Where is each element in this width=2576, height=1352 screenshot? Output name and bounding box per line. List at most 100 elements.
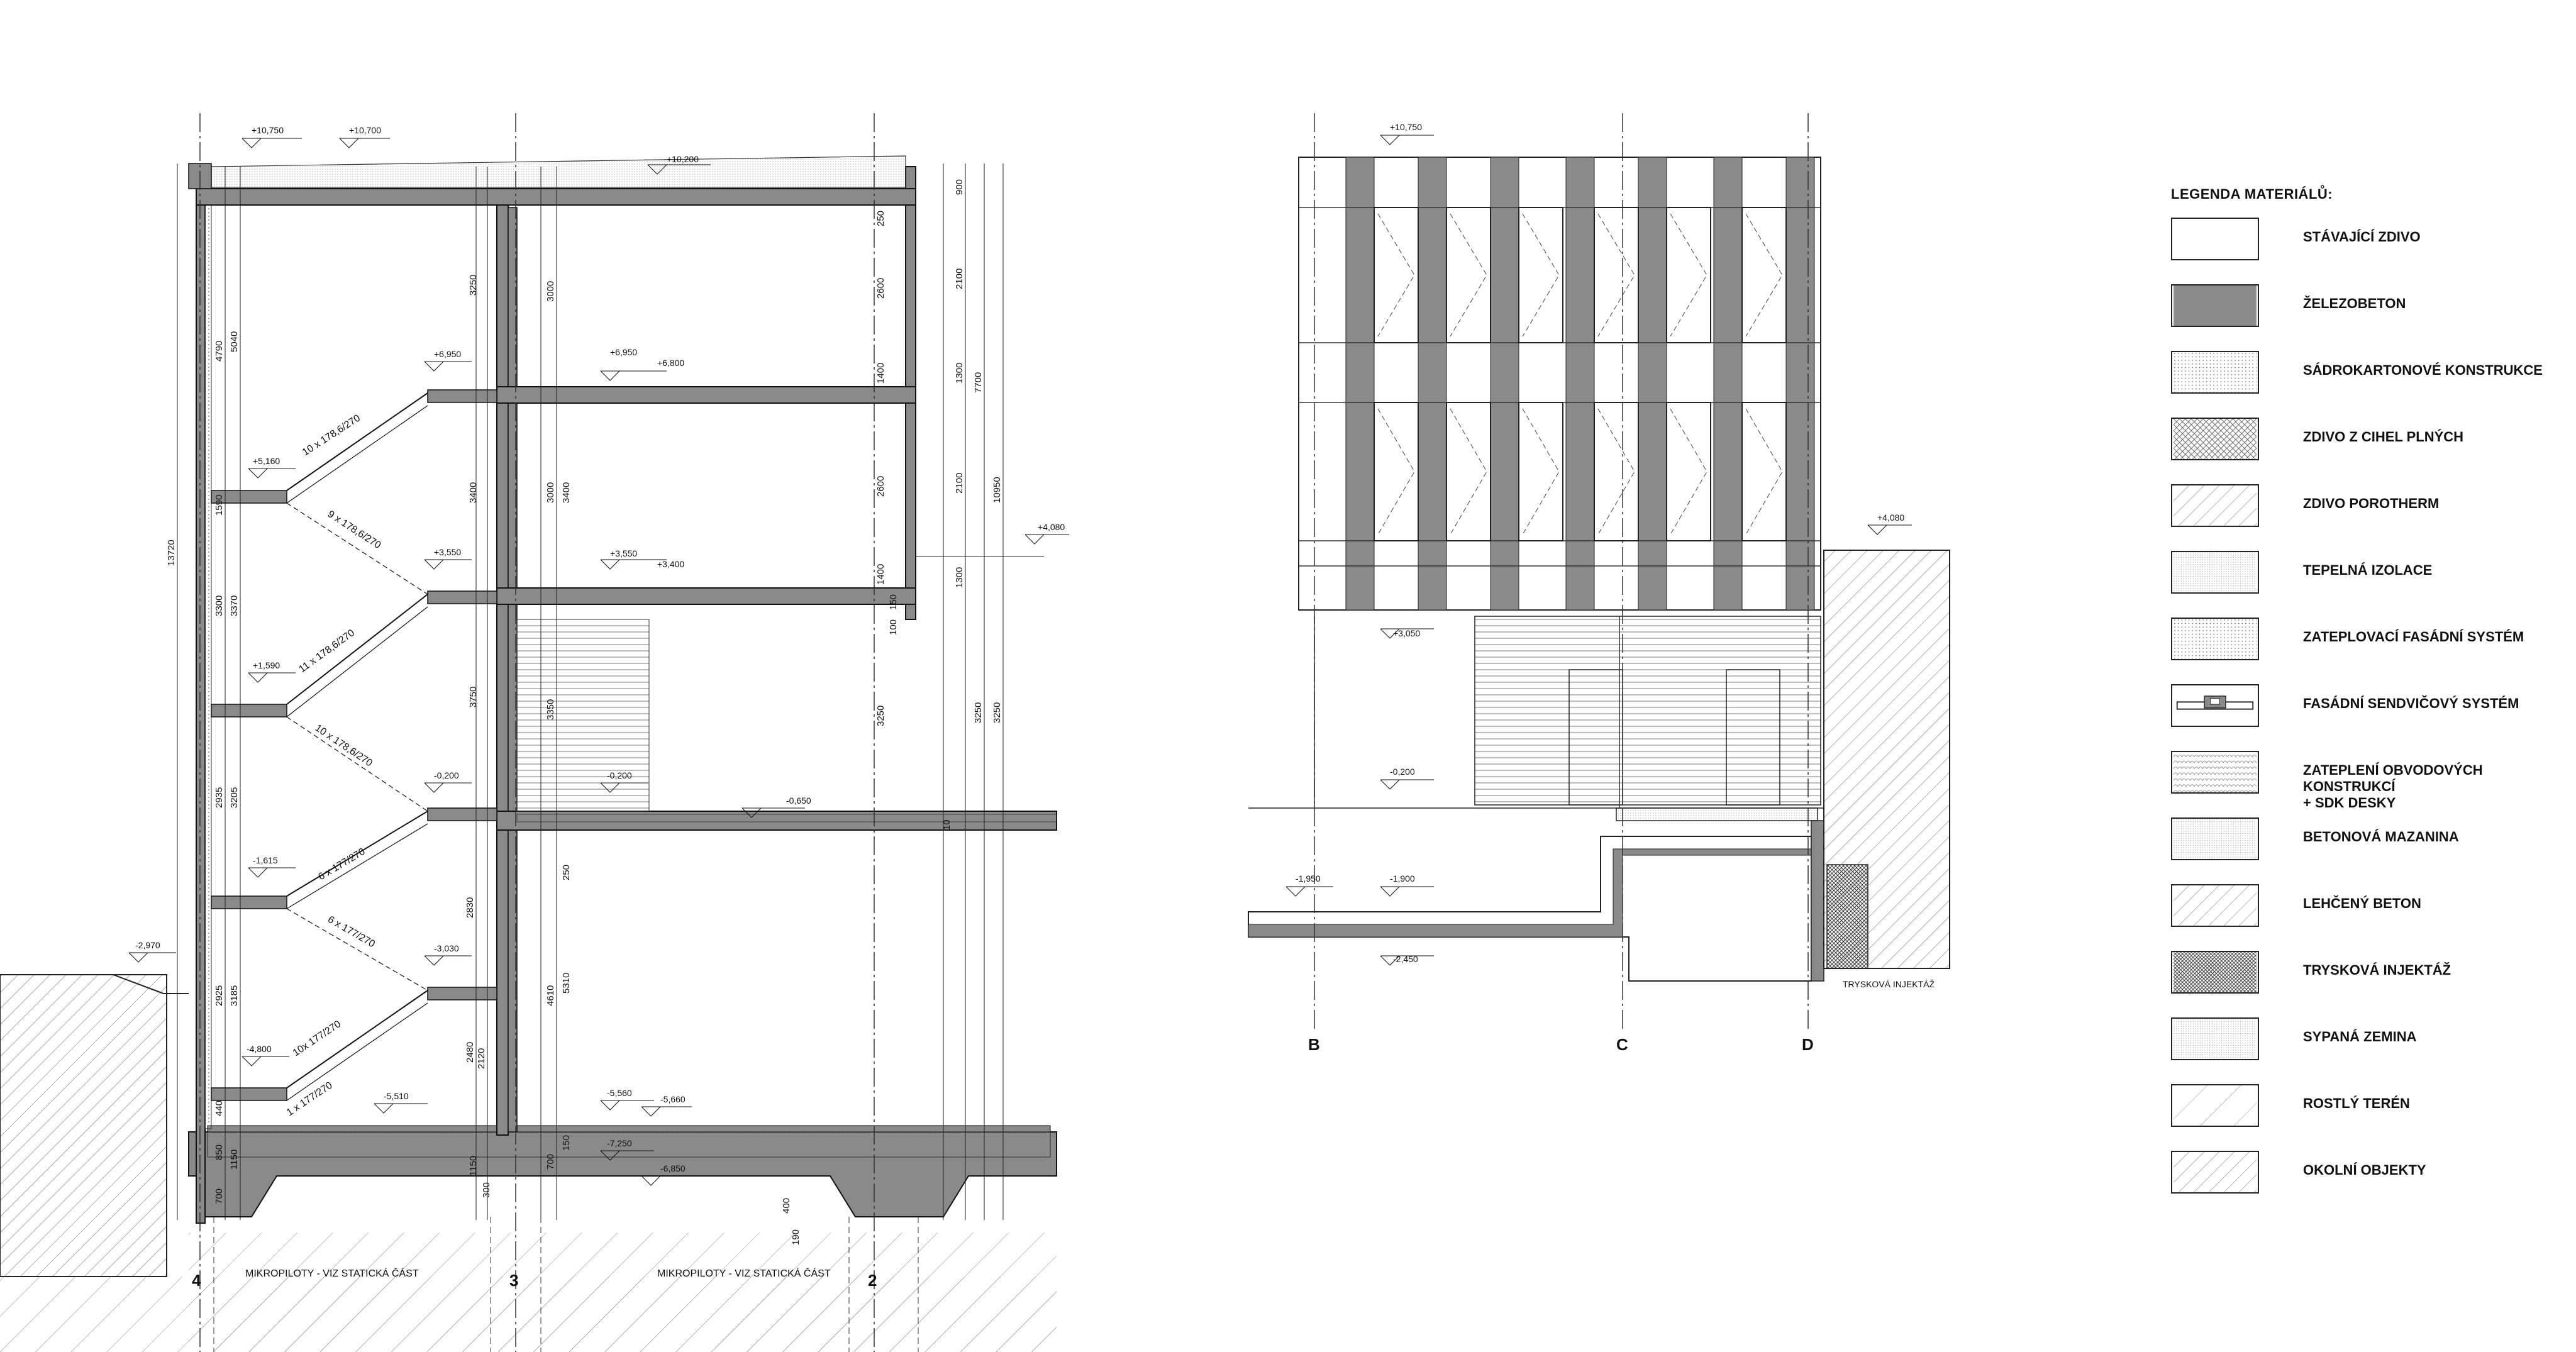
- dim-label: 900: [954, 179, 965, 195]
- legend-label: ZDIVO POROTHERM: [2303, 496, 2440, 511]
- level-symbol: [600, 559, 667, 570]
- legend-label: ZATEPLOVACÍ FASÁDNÍ SYSTÉM: [2303, 629, 2524, 645]
- pilaster: [1418, 157, 1447, 611]
- window-opening-symbol: [1450, 213, 1487, 337]
- dim-label: 3400: [468, 482, 479, 503]
- axis-label-B: B: [1308, 1035, 1320, 1054]
- level-symbol: [424, 782, 472, 793]
- dim-label: 3400: [561, 482, 572, 503]
- level-label: -1,950: [1296, 873, 1321, 884]
- dim-label: 2925: [214, 985, 225, 1006]
- level-label: -0,200: [1390, 767, 1415, 777]
- level-label: -0,200: [607, 770, 632, 780]
- dim-label: 3250: [992, 702, 1002, 723]
- legend-item: TRYSKOVÁ INJEKTÁŽ: [2171, 951, 2573, 995]
- flight-7: [286, 990, 428, 1089]
- flight-label: 10 x 178,6/270: [301, 413, 362, 458]
- legend-item: STÁVAJÍCÍ ZDIVO: [2171, 218, 2573, 262]
- legend-label: FASÁDNÍ SENDVIČOVÝ SYSTÉM: [2303, 695, 2519, 711]
- legend-label: OKOLNÍ OBJEKTY: [2303, 1162, 2426, 1178]
- legend-swatch-diagonal: [2171, 1151, 2259, 1194]
- pilaster: [1713, 157, 1743, 611]
- excavation-step: [1248, 836, 1812, 982]
- flight-label: 9 x 178,6/270: [326, 509, 383, 551]
- dim-label: 700: [545, 1154, 556, 1170]
- dim-label: 2935: [214, 787, 225, 808]
- level-label: +3,400: [657, 559, 684, 569]
- level-symbol: [741, 807, 805, 818]
- level-label: +10,750: [1390, 122, 1422, 132]
- dim-label: 2100: [954, 473, 965, 494]
- legend-title: LEGENDA MATERIÁLŮ:: [2171, 186, 2333, 202]
- level-symbol: [1024, 534, 1069, 545]
- dim-label: 250: [875, 211, 886, 226]
- level-label: -2,970: [135, 940, 160, 950]
- ground-slab-elev: [1616, 807, 1818, 821]
- roof-insulation: [211, 155, 906, 188]
- legend-item: BETONOVÁ MAZANINA: [2171, 817, 2573, 862]
- level-symbol: [424, 361, 472, 372]
- level-texts: +10,750 +10,700 +10,200 +6,950 +6,950 +6…: [135, 125, 1065, 1173]
- legend-swatch-crosshatch: [2171, 418, 2259, 460]
- level-symbol: [641, 1175, 692, 1186]
- dim-label: 3300: [214, 596, 225, 616]
- window-frame: [1374, 207, 1419, 343]
- level-symbol: [248, 672, 296, 683]
- level-label: -7,250: [607, 1138, 632, 1148]
- dim-label: 1400: [875, 564, 886, 585]
- facade-pilasters: [1345, 157, 1815, 611]
- legend-item: TEPELNÁ IZOLACE: [2171, 551, 2573, 595]
- level-symbol: [1867, 524, 1912, 535]
- level-symbol: [248, 468, 296, 479]
- dim-label: 3250: [875, 706, 886, 726]
- level-symbol: [1380, 886, 1434, 897]
- section-drawing: 13720 5040 4790 3370 3300 3205 2935 3185…: [0, 113, 1069, 1352]
- micropiles: [213, 1217, 919, 1352]
- level-symbol: [1285, 886, 1333, 897]
- elevation-drawing: B C D +10,750 +3,050 -0,200 +4,080 -1,95…: [1248, 113, 1950, 1054]
- dim-label: 1300: [954, 567, 965, 588]
- neighbour-building-left: [0, 974, 167, 1277]
- dim-label: 2100: [954, 269, 965, 289]
- landing-8: [427, 987, 497, 1000]
- jet-grouting-note: TRYSKOVÁ INJEKTÁŽ: [1843, 979, 1935, 989]
- dim-label: 3750: [468, 687, 479, 707]
- legend-label: ZATEPLENÍ OBVODOVÝCH KONSTRUKCÍ + SDK DE…: [2303, 762, 2483, 811]
- level-label: +10,200: [667, 154, 699, 164]
- level-label: -6,850: [660, 1163, 686, 1173]
- flight-label: 10 x 178,6/270: [313, 723, 374, 768]
- level-label: -1,900: [1390, 873, 1415, 884]
- level-label: +6,800: [657, 358, 684, 368]
- legend-item: OKOLNÍ OBJEKTY: [2171, 1151, 2573, 1195]
- level-label: +10,700: [349, 125, 381, 135]
- legend-label: SÁDROKARTONOVÉ KONSTRUKCE: [2303, 362, 2543, 378]
- level-symbol: [647, 164, 711, 175]
- level-label: +4,080: [1877, 513, 1904, 523]
- dim-texts: 13720 5040 4790 3370 3300 3205 2935 3185…: [166, 179, 1002, 1245]
- legend-swatch-finedots: [2171, 1017, 2259, 1060]
- level-symbol: [374, 1103, 428, 1114]
- dim-label: 3205: [229, 787, 240, 808]
- dim-label: 150: [561, 1135, 572, 1151]
- dim-label: 300: [481, 1182, 492, 1198]
- base-floor-mazanina: [207, 1131, 1051, 1158]
- legend-label: TRYSKOVÁ INJEKTÁŽ: [2303, 962, 2451, 978]
- legend-label: TEPELNÁ IZOLACE: [2303, 562, 2433, 578]
- level-symbol: [1380, 779, 1434, 790]
- window-opening-symbol: [1522, 213, 1560, 337]
- landing-6: [427, 590, 497, 604]
- window-opening-symbol: [1377, 213, 1415, 337]
- level-symbol: [339, 138, 390, 148]
- level-symbol: [242, 1056, 289, 1067]
- dim-label: 440: [214, 1100, 225, 1116]
- landing-1: [211, 490, 287, 504]
- dim-total-height: 13720: [166, 540, 177, 566]
- flight-label: 1 x 177/270: [285, 1080, 335, 1118]
- roof-slab: [196, 188, 916, 206]
- dim-label: 150: [888, 594, 899, 610]
- legend-label: ZDIVO Z CIHEL PLNÝCH: [2303, 429, 2464, 445]
- flight-6: [286, 908, 428, 991]
- elevation-level-markers: [1285, 135, 1912, 966]
- level-label: -5,510: [384, 1091, 409, 1101]
